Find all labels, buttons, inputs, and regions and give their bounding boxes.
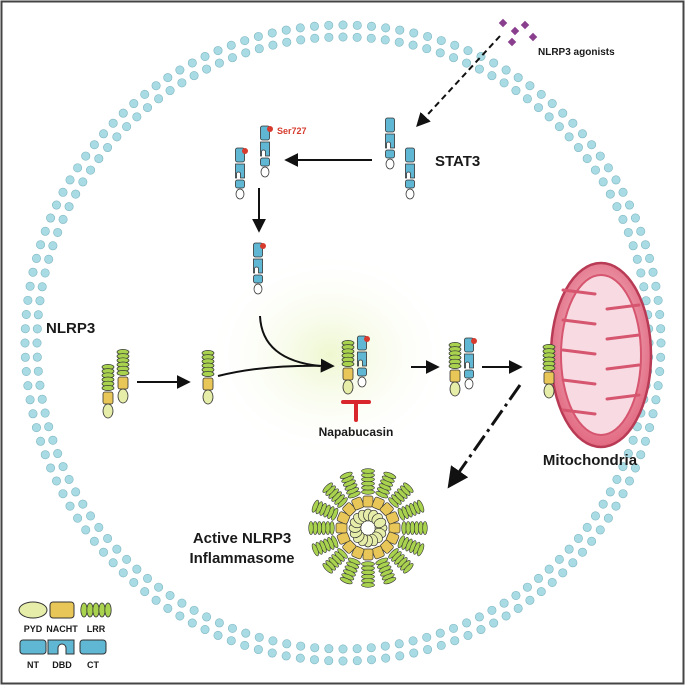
legend-nt-label: NT (27, 660, 39, 670)
legend-pyd-label: PYD (24, 624, 43, 634)
agonist-arrow (416, 35, 501, 128)
nlrp3-complex-b (448, 342, 462, 397)
assembly-arrow (447, 384, 522, 489)
inflammasome-spoke (311, 527, 363, 557)
inflammasome-spoke (371, 531, 414, 574)
agonists-label: NLRP3 agonists (538, 47, 615, 58)
ct-swatch (79, 639, 107, 655)
pathway-arrows (137, 35, 523, 489)
nlrp3-monomer (201, 350, 215, 405)
stat3-monomer-a (385, 117, 395, 170)
lrr-swatch (80, 602, 112, 618)
inflammasome-spoke (322, 531, 365, 574)
nt-swatch (19, 639, 47, 655)
legend-dbd-label: DBD (52, 660, 72, 670)
ser727-label: Ser727 (277, 126, 307, 136)
cytoplasm-glow (205, 250, 455, 460)
mitochondria-label: Mitochondria (543, 452, 638, 469)
mitochondrion (549, 261, 653, 449)
domain-legend: PYD NACHT LRR NT DBD CT (18, 601, 112, 670)
active-inflammasome-label-line1: Active NLRP3 (193, 530, 291, 547)
napabucasin-label: Napabucasin (319, 425, 394, 439)
legend-nacht-label: NACHT (46, 624, 78, 634)
stat3-complex-b (464, 337, 477, 390)
inflammasome-spoke (371, 482, 414, 525)
inflammasome-complex (308, 468, 428, 588)
legend-ct-label: CT (87, 660, 99, 670)
nlrp3-label: NLRP3 (46, 320, 95, 337)
pstat3-monomer (253, 242, 266, 295)
inflammasome-spoke (308, 521, 362, 535)
nlrp3-near-mito (542, 344, 556, 399)
stat3-complex-a (357, 335, 370, 388)
nacht-swatch (49, 601, 75, 619)
stat3-monomer-b (405, 147, 415, 200)
pstat3-monomer-b (260, 125, 273, 178)
nlrp3-monomer-a (101, 364, 115, 419)
nlrp3-monomer-b (116, 349, 130, 404)
inhibition-mark (341, 400, 371, 422)
stat3-label: STAT3 (435, 153, 480, 170)
pyd-swatch (18, 601, 48, 619)
nlrp3-complex-a (341, 340, 355, 395)
inflammasome-spoke (367, 471, 397, 523)
cell-membrane (20, 20, 666, 666)
active-inflammasome-label-line2: Inflammasome (189, 550, 294, 567)
inflammasome-spoke (311, 499, 363, 529)
legend-lrr-label: LRR (87, 624, 106, 634)
stat3-binding-path (259, 315, 321, 367)
dbd-swatch (47, 639, 75, 655)
molecules (101, 117, 556, 419)
inflammasome-spoke (367, 533, 397, 585)
pstat3-monomer-a (235, 147, 248, 200)
inflammasome-spoke (373, 499, 425, 529)
